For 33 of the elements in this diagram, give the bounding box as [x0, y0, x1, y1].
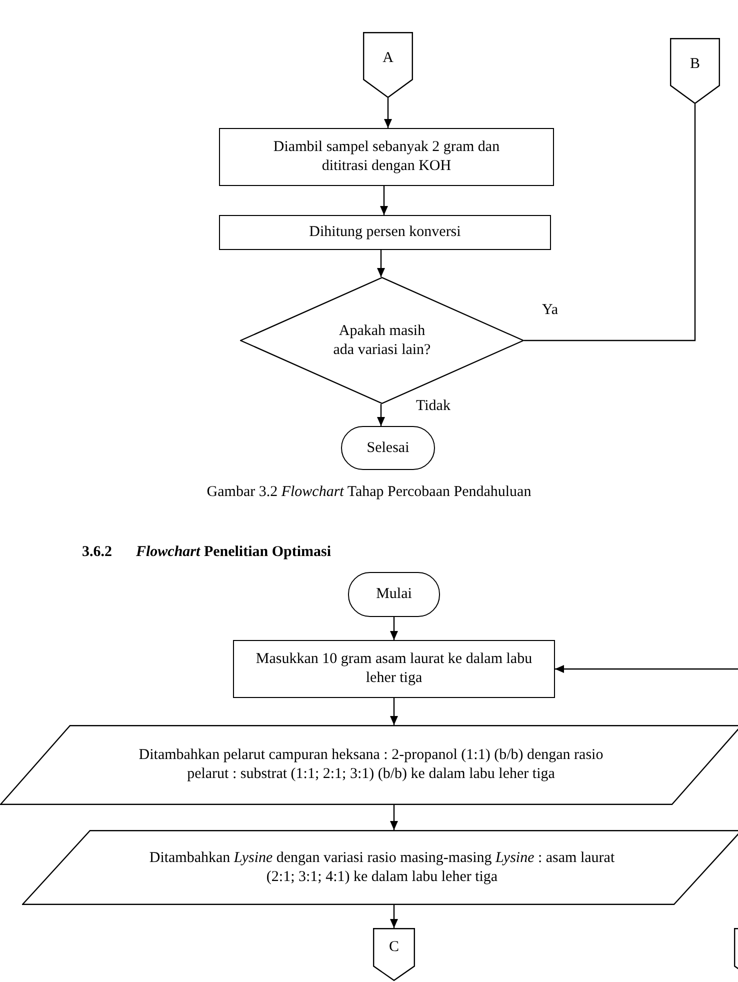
terminator: [341, 426, 435, 470]
node-text: Diambil sampel sebanyak 2 gram dan dititrasi dengan KOH: [272, 138, 501, 176]
input-output-parallelogram: [22, 830, 738, 905]
arrow: [377, 250, 385, 277]
arrow: [390, 905, 398, 928]
arrow: [377, 404, 385, 426]
off-page-connector: [373, 928, 415, 981]
terminator: [348, 572, 440, 617]
arrow: [555, 665, 738, 673]
node-text: Mulai: [376, 585, 412, 604]
node-text: Ditambahkan Lysine dengan variasi rasio masing-masing Lysine : asam laurat (2:1; 3:1; 4:1) ke dalam labu leher tiga: [148, 848, 616, 886]
arrow: [384, 98, 392, 128]
node-text: C: [388, 938, 399, 957]
node-text: Apakah masih ada variasi lain?: [332, 322, 432, 360]
arrow: [380, 186, 388, 215]
arrow: [390, 805, 398, 830]
arrow: [390, 698, 398, 725]
section-heading: Flowchart Penelitian Optimasi: [136, 543, 332, 562]
node-text: Ditambahkan pelarut campuran heksana : 2-propanol (1:1) (b/b) dengan rasio pelarut : substrat (1:1; 2:1; 3:1) (b/b) ke dalam labu leher tiga: [138, 746, 604, 784]
node-text: Masukkan 10 gram asam laurat ke dalam labu leher tiga: [254, 650, 534, 688]
node-text: A: [382, 48, 394, 68]
off-page-connector: [363, 32, 413, 98]
node-text: Selesai: [366, 438, 410, 458]
process-box: [219, 128, 554, 186]
node-text: Dihitung persen konversi: [309, 223, 461, 242]
arrow: [390, 617, 398, 640]
section-heading: 3.6.2: [82, 543, 112, 562]
off-page-connector: [670, 38, 720, 104]
node-text: B: [690, 54, 700, 74]
process-box: [233, 640, 555, 698]
input-output-parallelogram: [0, 725, 738, 805]
process-box: [219, 215, 551, 250]
figure-caption: Gambar 3.2 Flowchart Tahap Percobaan Pendahuluan: [206, 483, 532, 502]
